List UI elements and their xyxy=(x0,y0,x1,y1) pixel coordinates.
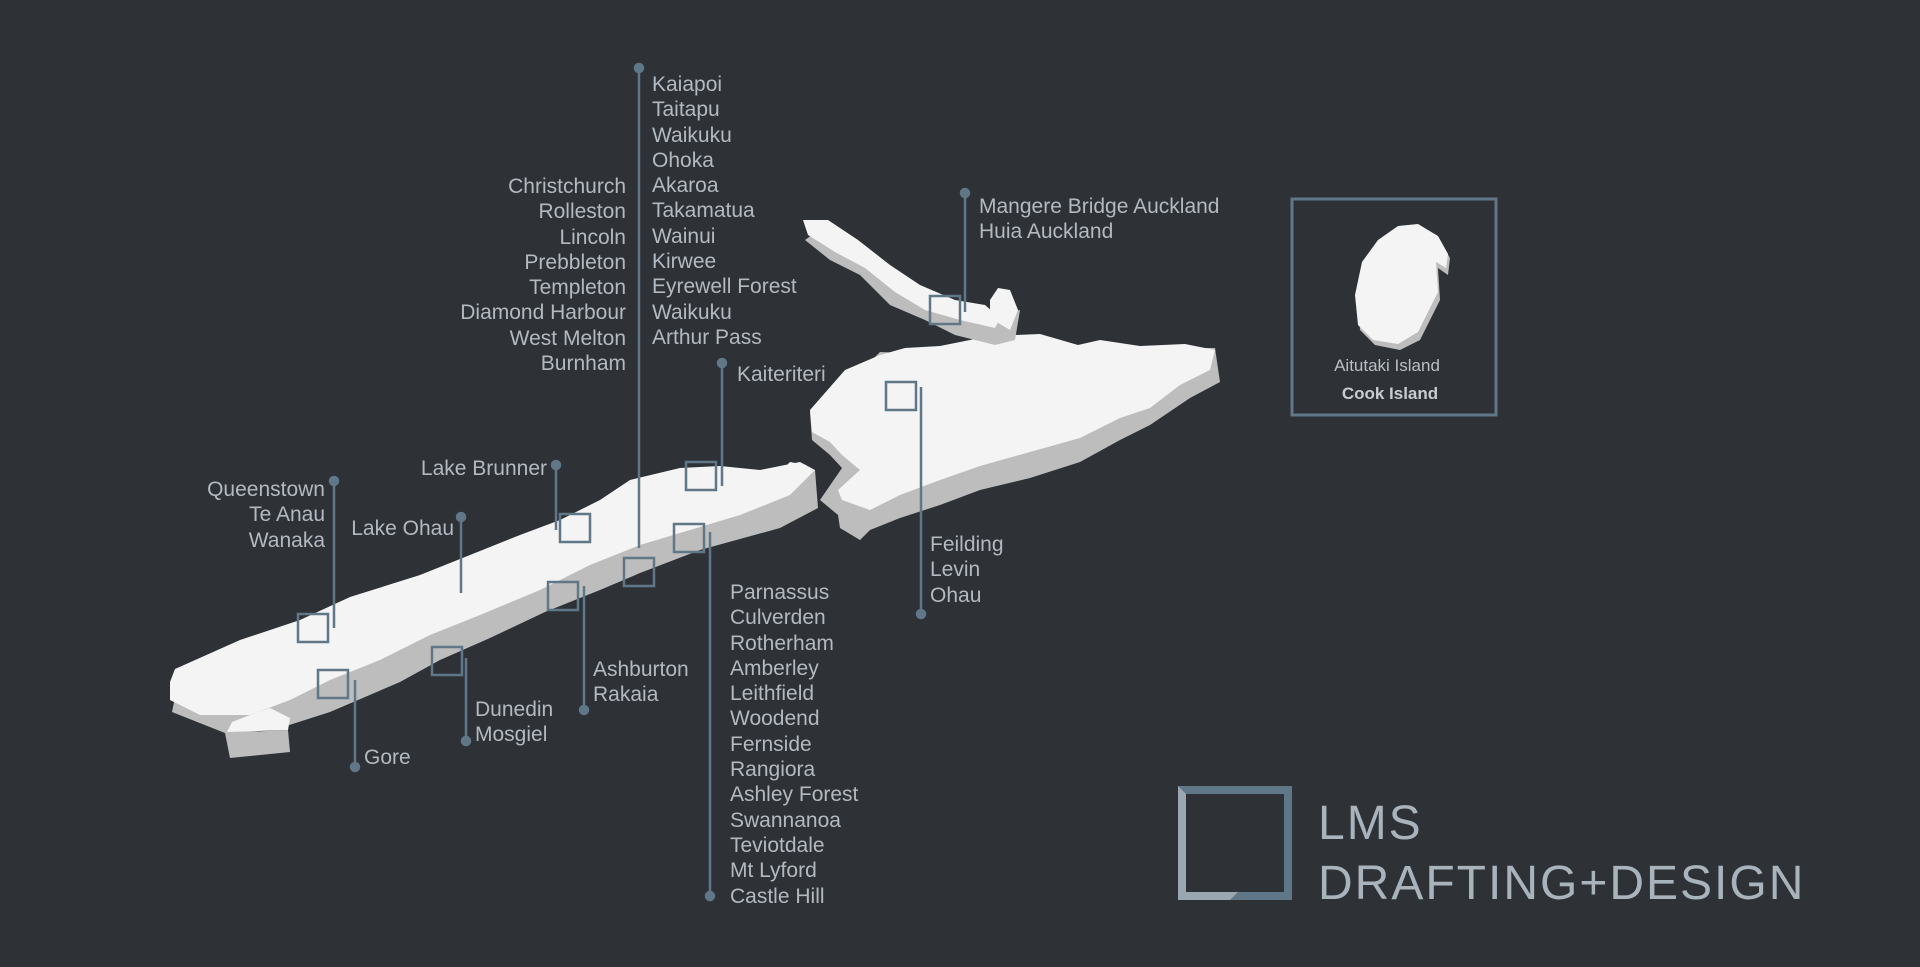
place-label: Diamond Harbour xyxy=(460,301,626,325)
place-label: Prebbleton xyxy=(524,250,626,274)
labels-canterbury-north: Kaiapoi Taitapu Waikuku Ohoka Akaroa Tak… xyxy=(652,72,797,350)
place-label: Mangere Bridge Auckland xyxy=(979,195,1220,218)
place-label: Swannanoa xyxy=(730,808,841,832)
place-label: Taitapu xyxy=(652,98,720,122)
place-label: Arthur Pass xyxy=(652,325,762,349)
labels-queenstown-area: Queenstown Te Anau Wanaka xyxy=(207,477,325,553)
place-label: Rangiora xyxy=(730,758,816,782)
labels-christchurch-area: Christchurch Rolleston Lincoln Prebbleto… xyxy=(460,174,626,376)
marker-auckland xyxy=(928,294,962,326)
brand-line-1: LMS xyxy=(1318,797,1423,850)
place-label: Takamatua xyxy=(652,199,755,223)
marker-dunedin xyxy=(430,645,464,677)
place-label: Templeton xyxy=(529,276,626,300)
place-label: Wainui xyxy=(652,224,716,248)
place-label: Mosgiel xyxy=(475,723,548,747)
place-label: Fernside xyxy=(730,732,812,756)
place-label: Rakaia xyxy=(593,683,659,707)
place-label: Kaiteriteri xyxy=(737,363,826,386)
labels-north-canterbury: Parnassus Culverden Rotherham Amberley L… xyxy=(730,580,858,909)
place-label: Lincoln xyxy=(559,225,626,249)
labels-feilding: Feilding Levin Ohau xyxy=(930,532,1004,608)
place-label: West Melton xyxy=(509,326,626,350)
place-label: Waikuku xyxy=(652,300,732,324)
marker-north-canterbury xyxy=(672,522,706,554)
place-label: Amberley xyxy=(730,656,819,680)
inset-frame xyxy=(1290,197,1498,417)
lms-logo-mark xyxy=(1178,786,1292,900)
place-label: Culverden xyxy=(730,606,826,630)
marker-kaiteriteri xyxy=(684,460,718,492)
place-label: Te Anau xyxy=(249,503,325,527)
place-label: Burnham xyxy=(540,352,626,376)
location-markers xyxy=(296,294,962,700)
place-label: Rotherham xyxy=(730,631,834,655)
place-label: Waikuku xyxy=(652,123,732,147)
place-label: Parnassus xyxy=(730,581,830,604)
place-label: Mt Lyford xyxy=(730,859,817,883)
place-label: Kirwee xyxy=(652,250,717,274)
labels-ashburton: Ashburton Rakaia xyxy=(593,657,689,708)
inset-title: Aitutaki Island xyxy=(1334,356,1440,375)
place-label: Lake Brunner xyxy=(420,457,547,480)
marker-queenstown xyxy=(296,612,330,644)
place-label: Wanaka xyxy=(248,528,325,552)
labels-lake-brunner: Lake Brunner xyxy=(421,456,547,481)
inset-subtitle: Cook Island xyxy=(1341,384,1439,403)
place-label: Lake Ohau xyxy=(351,517,454,540)
labels-kaiteriteri: Kaiteriteri xyxy=(737,362,826,387)
place-label: Ohau xyxy=(930,583,982,607)
place-label: Rolleston xyxy=(538,200,626,224)
place-label: Dunedin xyxy=(475,698,554,721)
place-label: Kaiapoi xyxy=(652,73,723,96)
marker-christchurch xyxy=(622,556,656,588)
labels-lake-ohau: Lake Ohau xyxy=(351,516,454,541)
place-label: Teviotdale xyxy=(730,833,825,857)
place-label: Huia Auckland xyxy=(979,220,1114,244)
place-label: Queenstown xyxy=(207,478,325,501)
labels-dunedin: Dunedin Mosgiel xyxy=(475,697,553,748)
labels-auckland: Mangere Bridge Auckland Huia Auckland xyxy=(979,194,1220,245)
place-label: Ashley Forest xyxy=(730,783,859,807)
marker-gore xyxy=(316,668,350,700)
marker-ashburton xyxy=(546,580,580,612)
place-label: Woodend xyxy=(730,707,820,731)
place-label: Ashburton xyxy=(593,658,689,681)
marker-lake-brunner xyxy=(558,512,592,544)
place-label: Christchurch xyxy=(508,175,626,198)
place-label: Akaroa xyxy=(652,174,719,198)
brand-line-2: DRAFTING+DESIGN xyxy=(1318,857,1806,910)
place-label: Eyrewell Forest xyxy=(652,275,797,299)
place-label: Castle Hill xyxy=(730,884,825,908)
aitutaki-island xyxy=(1355,224,1450,350)
leader-lines xyxy=(328,62,971,902)
place-label: Ohoka xyxy=(652,148,714,172)
place-label: Levin xyxy=(930,558,981,582)
marker-feilding xyxy=(884,380,918,412)
north-island xyxy=(803,220,1220,540)
place-label: Leithfield xyxy=(730,682,815,706)
place-label: Gore xyxy=(364,746,411,769)
labels-gore: Gore xyxy=(364,745,411,770)
place-label: Feilding xyxy=(930,533,1004,556)
